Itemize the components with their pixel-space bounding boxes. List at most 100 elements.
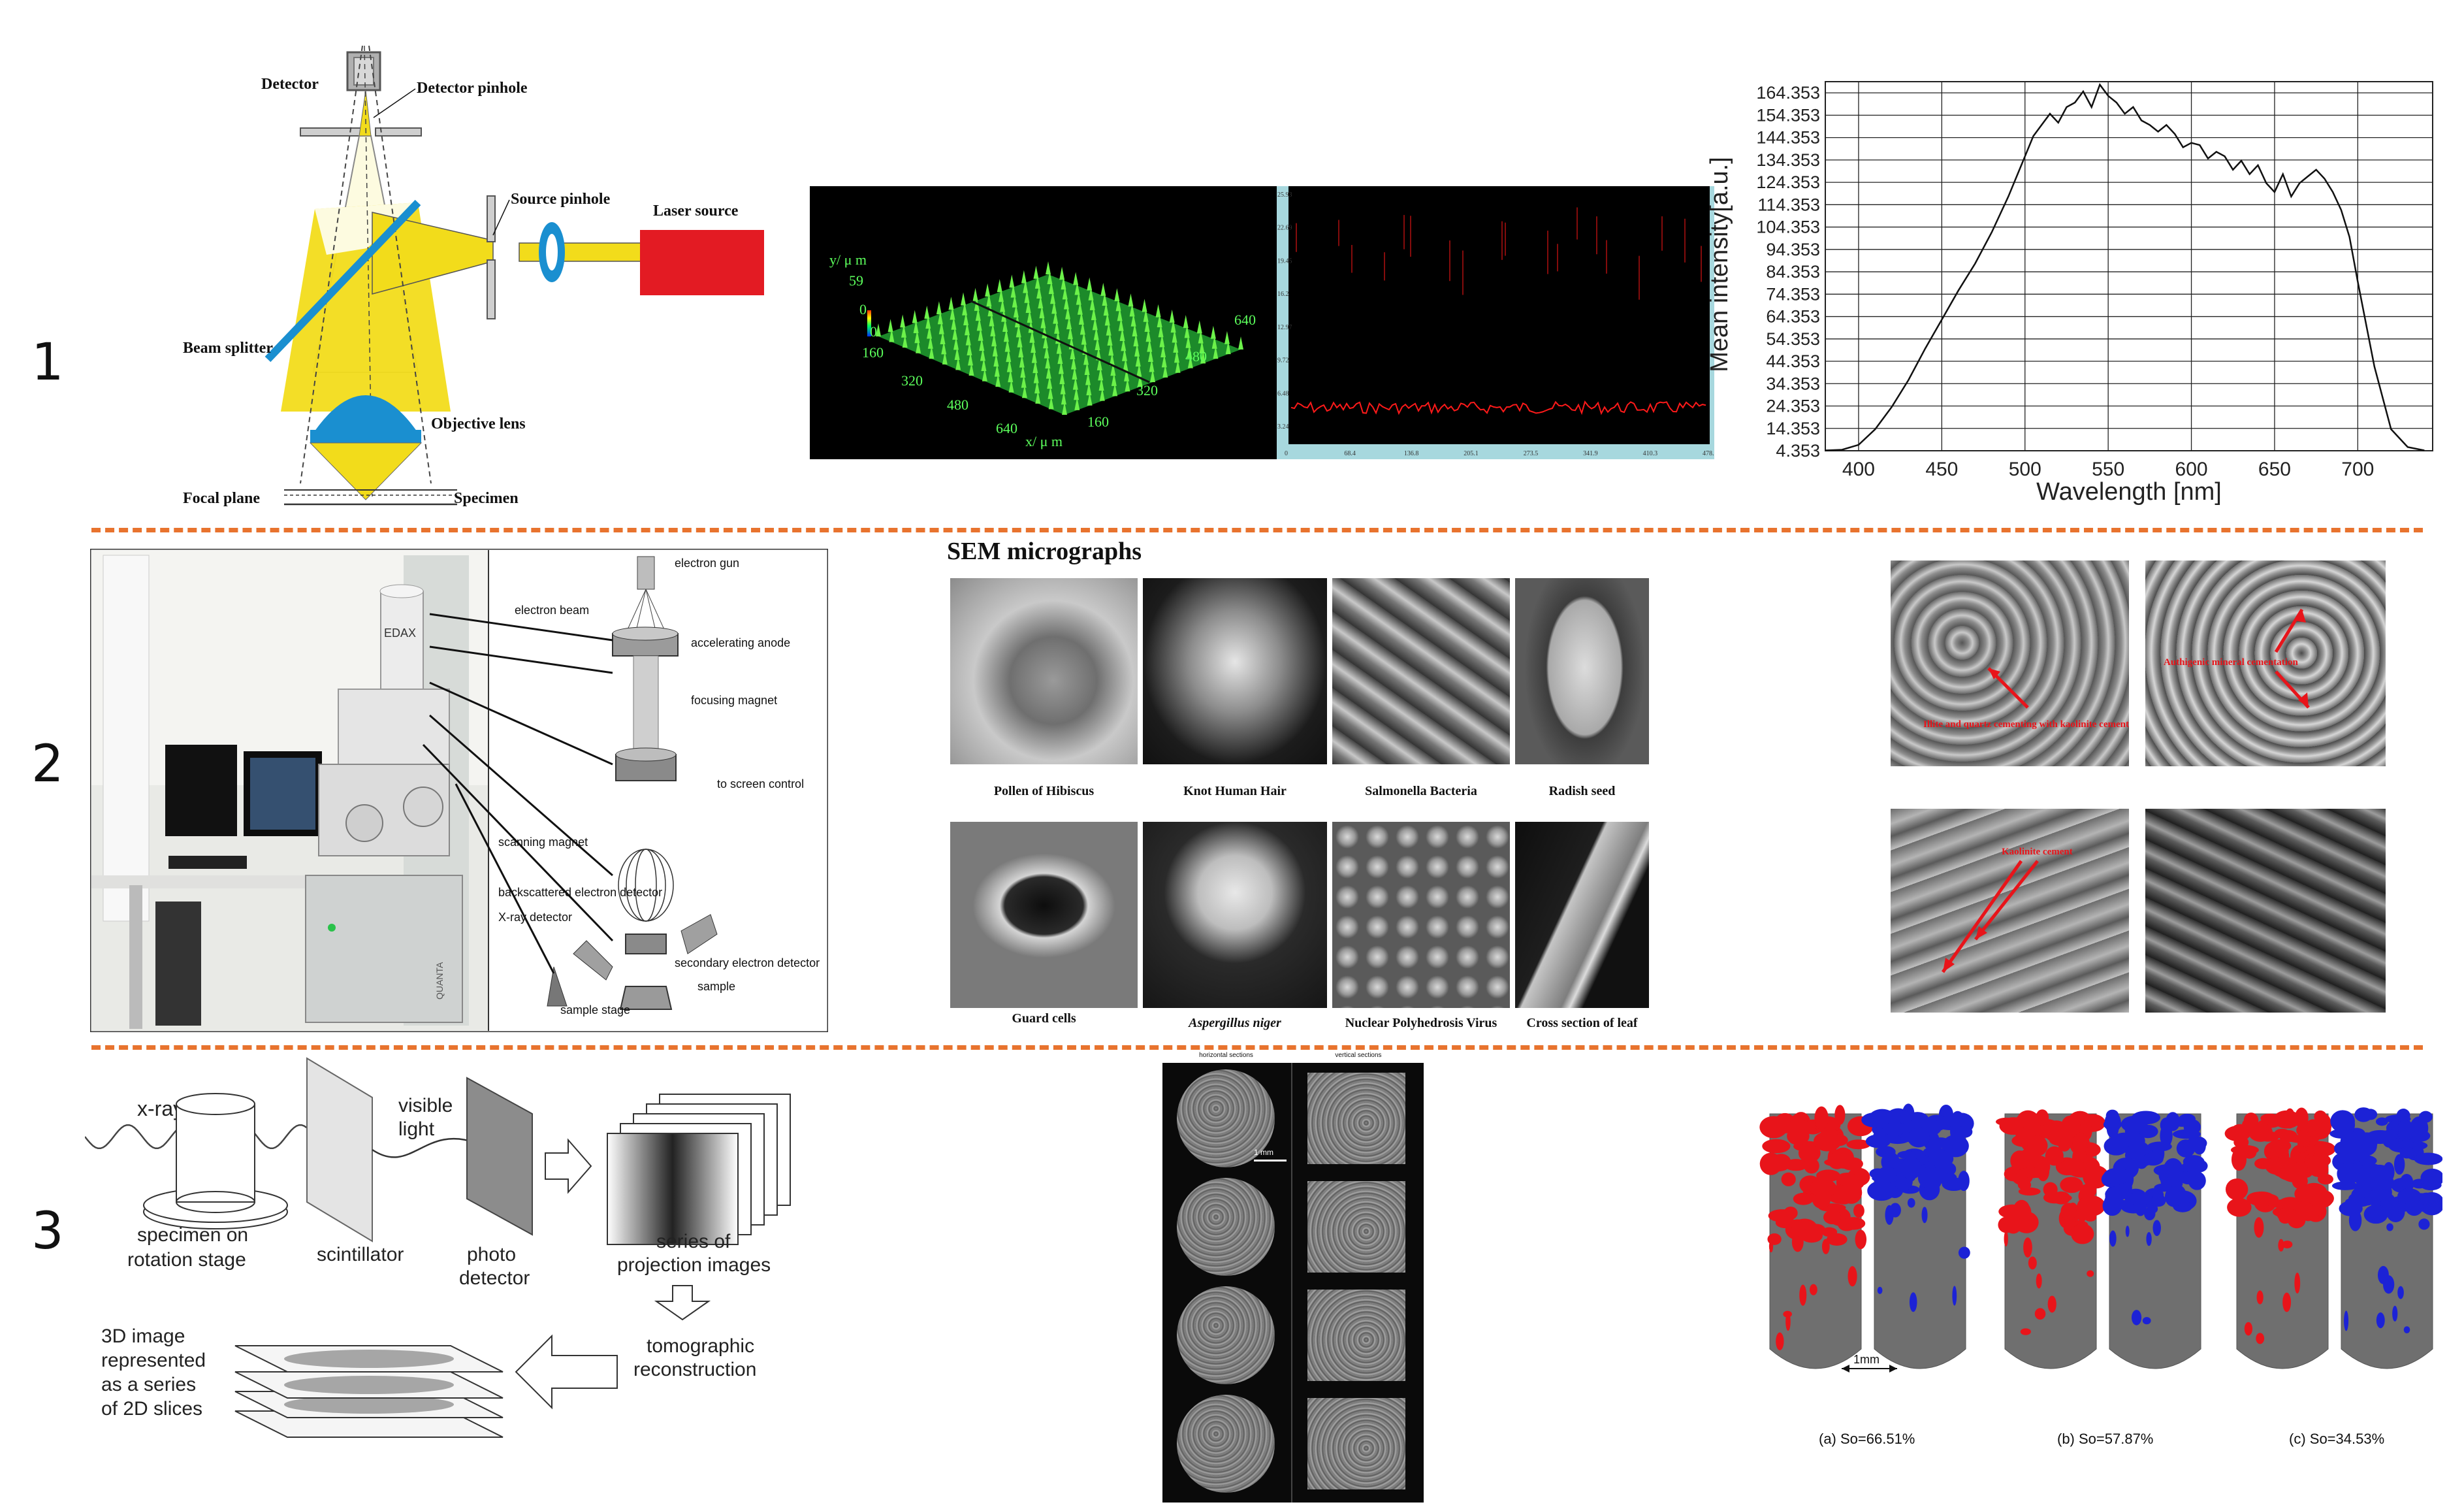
row-number-2: 2 bbox=[31, 735, 64, 794]
surface-spike bbox=[1029, 329, 1035, 343]
surface-spike bbox=[1025, 299, 1031, 313]
water-phase-blob bbox=[2386, 1201, 2405, 1222]
surface-spike bbox=[967, 342, 972, 356]
surface-spike bbox=[985, 283, 991, 297]
oil-phase-blob bbox=[2241, 1118, 2258, 1133]
water-phase-blob bbox=[1921, 1207, 1928, 1224]
spectrum-ytick-label: 74.353 bbox=[1766, 284, 1820, 304]
water-phase-blob bbox=[2363, 1205, 2388, 1224]
oil-phase-blob bbox=[1778, 1114, 1794, 1124]
surface-spike bbox=[980, 348, 985, 361]
surface-spike bbox=[965, 332, 971, 346]
surface-spike bbox=[1134, 343, 1140, 357]
micrograph-salmonella bbox=[1332, 578, 1510, 764]
water-phase-blob bbox=[2382, 1129, 2397, 1148]
ct-section-separator bbox=[1291, 1063, 1292, 1503]
origin-zero: 0 bbox=[870, 323, 877, 340]
profile-ytick-label: 12.97 bbox=[1277, 324, 1292, 331]
surface-spike bbox=[942, 351, 948, 365]
surface-spike bbox=[1073, 272, 1079, 285]
oil-phase-blob bbox=[2248, 1191, 2276, 1207]
surface-spike bbox=[1019, 354, 1025, 368]
surface-spike bbox=[1013, 304, 1019, 317]
oil-phase-blob bbox=[2294, 1107, 2309, 1129]
oil-phase-blob bbox=[1846, 1139, 1871, 1150]
surface-spike bbox=[1050, 291, 1056, 304]
laser-source-box bbox=[640, 230, 764, 295]
surface-spike bbox=[1114, 288, 1120, 302]
saturation-caption-c: (c) So=34.53% bbox=[2289, 1431, 2384, 1447]
oil-phase-blob bbox=[2307, 1154, 2328, 1177]
label-detector-pinhole: Detector pinhole bbox=[417, 80, 528, 97]
profile-ytick-label: 25.93 bbox=[1277, 191, 1292, 199]
water-phase-blob bbox=[2403, 1326, 2410, 1334]
oil-phase-blob bbox=[2227, 1197, 2252, 1217]
surface-spike bbox=[1006, 359, 1012, 372]
water-phase-blob bbox=[2169, 1167, 2184, 1184]
surface-spike bbox=[995, 374, 1001, 387]
surface-spike bbox=[1040, 315, 1046, 329]
surface-spike bbox=[1099, 387, 1105, 401]
surface-spike bbox=[1085, 372, 1091, 385]
surface-spike bbox=[1070, 356, 1076, 370]
surface-spike bbox=[1098, 367, 1104, 381]
surface-spike bbox=[1021, 374, 1027, 388]
water-phase-blob bbox=[2127, 1192, 2152, 1206]
label-objective-lens: Objective lens bbox=[431, 415, 526, 432]
surface-spike bbox=[1108, 342, 1114, 356]
water-phase-blob bbox=[2132, 1111, 2158, 1124]
water-phase-blob bbox=[2369, 1164, 2390, 1178]
surface-spike bbox=[955, 357, 961, 370]
micrographs-title: SEM micrographs bbox=[947, 538, 1142, 565]
water-phase-blob bbox=[1945, 1173, 1957, 1184]
oil-phase-blob bbox=[1998, 1216, 2015, 1233]
oil-phase-blob bbox=[1765, 1120, 1776, 1131]
sem-cabinet bbox=[305, 875, 463, 1023]
water-phase-blob bbox=[1865, 1134, 1891, 1148]
water-phase-blob bbox=[2125, 1226, 2130, 1237]
water-phase-blob bbox=[1957, 1126, 1973, 1138]
oil-phase-blob bbox=[2279, 1129, 2297, 1143]
specimen-cylinder bbox=[176, 1103, 255, 1203]
profile-xtick-label: 136.8 bbox=[1404, 450, 1419, 457]
laser-beam-segment bbox=[372, 212, 494, 295]
oil-phase-blob bbox=[1793, 1192, 1814, 1205]
profile-xtick-label: 68.4 bbox=[1344, 450, 1356, 457]
surface-spike bbox=[1136, 363, 1142, 377]
surface-spike bbox=[1061, 276, 1066, 290]
surface-spike bbox=[1160, 344, 1166, 357]
caption-aspergillus: Aspergillus niger bbox=[1189, 1016, 1281, 1030]
right-tick-1: 640 bbox=[1234, 312, 1256, 328]
rock-sem-image-3: Kaolinite cement bbox=[1891, 809, 2129, 1013]
surface-spike bbox=[1095, 337, 1100, 351]
profile-ytick-label: 3.24 bbox=[1277, 423, 1289, 431]
surface-spike bbox=[1021, 270, 1027, 284]
mineral-label-illite: Illite and quartz cementing with kaolini… bbox=[1923, 719, 2129, 730]
ct-scintillator-label: scintillator bbox=[317, 1244, 404, 1265]
surface-spike bbox=[994, 363, 1000, 377]
surface-spike bbox=[1106, 322, 1112, 336]
schem-screen-control: to screen control bbox=[717, 777, 804, 790]
profile-cut-line bbox=[969, 299, 1150, 383]
surface-spike bbox=[914, 330, 920, 344]
oil-phase-blob bbox=[1853, 1203, 1864, 1218]
surface-spike bbox=[1088, 287, 1094, 301]
water-phase-blob bbox=[2400, 1174, 2413, 1189]
surface-spike bbox=[992, 343, 998, 357]
surface-spike bbox=[1129, 303, 1135, 317]
micrograph-radish-seed bbox=[1515, 578, 1649, 764]
oil-phase-blob bbox=[2020, 1328, 2031, 1335]
water-phase-blob bbox=[2414, 1152, 2442, 1165]
oil-phase-blob bbox=[2004, 1231, 2008, 1247]
ct-reconstruction-label: reconstruction bbox=[633, 1359, 756, 1380]
water-phase-blob bbox=[2193, 1137, 2206, 1155]
oil-phase-blob bbox=[2294, 1273, 2301, 1294]
surface-spike bbox=[1183, 315, 1189, 329]
surface-spike bbox=[976, 317, 982, 331]
ct-photo-label: photo bbox=[467, 1244, 516, 1265]
z-tick-min: 0 bbox=[859, 301, 867, 317]
surface-spike bbox=[1074, 282, 1080, 295]
schem-sample-stage: sample stage bbox=[560, 1003, 630, 1016]
spectrum-ytick-label: 164.353 bbox=[1756, 83, 1820, 103]
surface-spike bbox=[1074, 397, 1080, 410]
